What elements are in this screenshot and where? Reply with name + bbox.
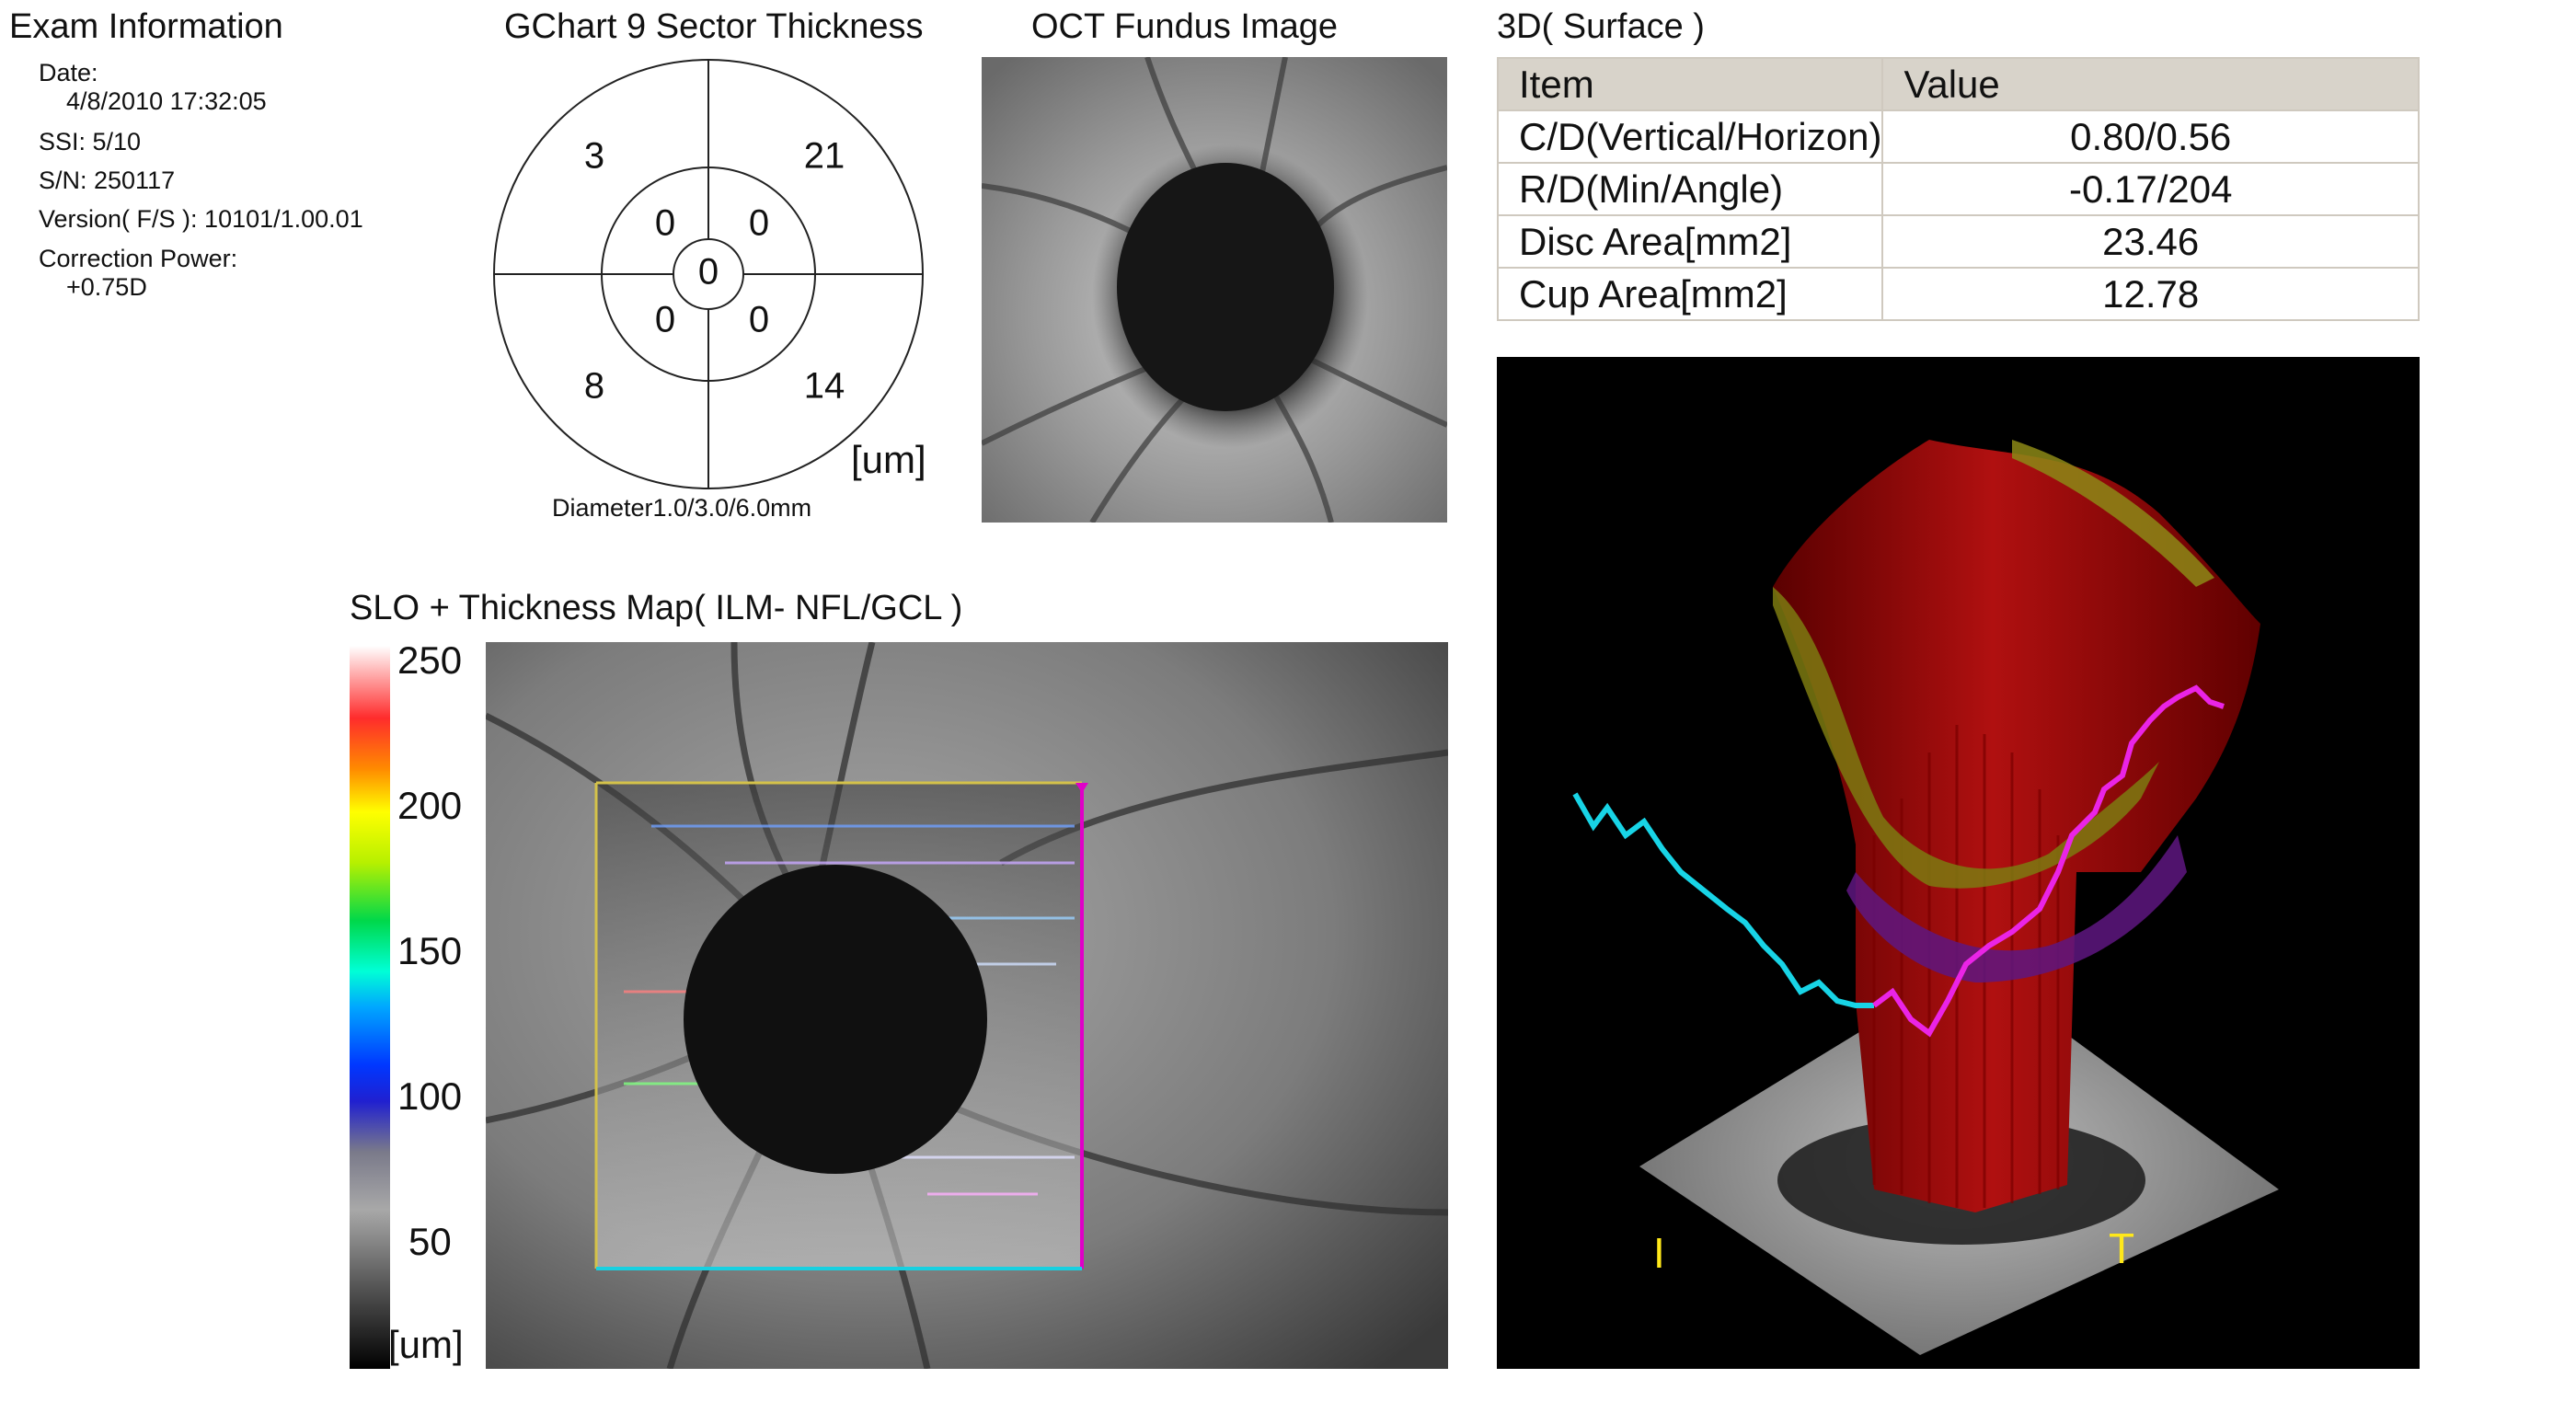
- sector-outer-lower-right: 14: [803, 365, 845, 407]
- fundus-title: OCT Fundus Image: [1031, 7, 1339, 46]
- row-value: -0.17/204: [1881, 162, 2420, 216]
- exam-correction-value: +0.75D: [66, 273, 147, 301]
- sector-inner-upper-right: 0: [748, 202, 770, 244]
- gchart-diameter: Diameter1.0/3.0/6.0mm: [552, 494, 812, 522]
- header-item: Item: [1496, 57, 1884, 111]
- surface-params-table: Item Value C/D(Vertical/Horizon) 0.80/0.…: [1496, 57, 2420, 321]
- magenta-trace: [1872, 684, 2225, 1038]
- exam-date-label: Date:: [39, 59, 98, 86]
- table-header-row: Item Value: [1496, 57, 2420, 111]
- surface-title: 3D( Surface ): [1497, 7, 1705, 46]
- scale-unit: [um]: [388, 1323, 464, 1366]
- exam-correction-label: Correction Power:: [39, 245, 238, 272]
- exam-date-value: 4/8/2010 17:32:05: [66, 87, 267, 115]
- sector-chart: 3 21 8 14 0 0 0 0 0: [488, 53, 929, 495]
- slo-thickness-map[interactable]: [486, 642, 1448, 1369]
- oct-fundus-image: [980, 56, 1449, 524]
- table-row: C/D(Vertical/Horizon) 0.80/0.56: [1496, 109, 2420, 164]
- row-item: Cup Area[mm2]: [1496, 267, 1884, 321]
- sector-inner-upper-left: 0: [654, 202, 676, 244]
- sector-center: 0: [697, 251, 719, 293]
- table-row: Disc Area[mm2] 23.46: [1496, 214, 2420, 269]
- surface-3d-view[interactable]: I T: [1497, 357, 2420, 1369]
- row-item: Disc Area[mm2]: [1496, 214, 1884, 269]
- sector-inner-lower-left: 0: [654, 299, 676, 340]
- exam-version: Version( F/S ): 10101/1.00.01: [39, 205, 363, 233]
- gchart-title: GChart 9 Sector Thickness: [504, 7, 924, 46]
- sector-outer-lower-left: 8: [583, 365, 605, 407]
- orientation-t: T: [2109, 1224, 2134, 1272]
- table-row: Cup Area[mm2] 12.78: [1496, 267, 2420, 321]
- sector-outer-upper-right: 21: [803, 135, 845, 177]
- exam-serial-number: S/N: 250117: [39, 167, 176, 194]
- scale-tick-100: 100: [397, 1074, 463, 1118]
- header-value: Value: [1881, 57, 2420, 111]
- row-item: C/D(Vertical/Horizon): [1496, 109, 1884, 164]
- scale-tick-150: 150: [397, 929, 463, 972]
- cyan-trace: [1572, 792, 1874, 1008]
- scale-tick-250: 250: [397, 638, 463, 682]
- sector-circles: [493, 59, 924, 489]
- row-value: 23.46: [1881, 214, 2420, 269]
- exam-info-title: Exam Information: [9, 7, 283, 46]
- red-surface: [1773, 440, 2260, 1212]
- olive-surface: [1773, 587, 2159, 889]
- sector-inner-lower-right: 0: [748, 299, 770, 340]
- table-row: R/D(Min/Angle) -0.17/204: [1496, 162, 2420, 216]
- exam-ssi: SSI: 5/10: [39, 128, 142, 155]
- scale-tick-50: 50: [408, 1220, 452, 1263]
- row-value: 12.78: [1881, 267, 2420, 321]
- gchart-unit: [um]: [851, 438, 926, 481]
- row-item: R/D(Min/Angle): [1496, 162, 1884, 216]
- slo-title: SLO + Thickness Map( ILM- NFL/GCL ): [350, 589, 963, 627]
- row-value: 0.80/0.56: [1881, 109, 2420, 164]
- orientation-i: I: [1653, 1229, 1665, 1277]
- thickness-color-scale: [350, 646, 390, 1369]
- sector-outer-upper-left: 3: [583, 135, 605, 177]
- scale-tick-200: 200: [397, 784, 463, 827]
